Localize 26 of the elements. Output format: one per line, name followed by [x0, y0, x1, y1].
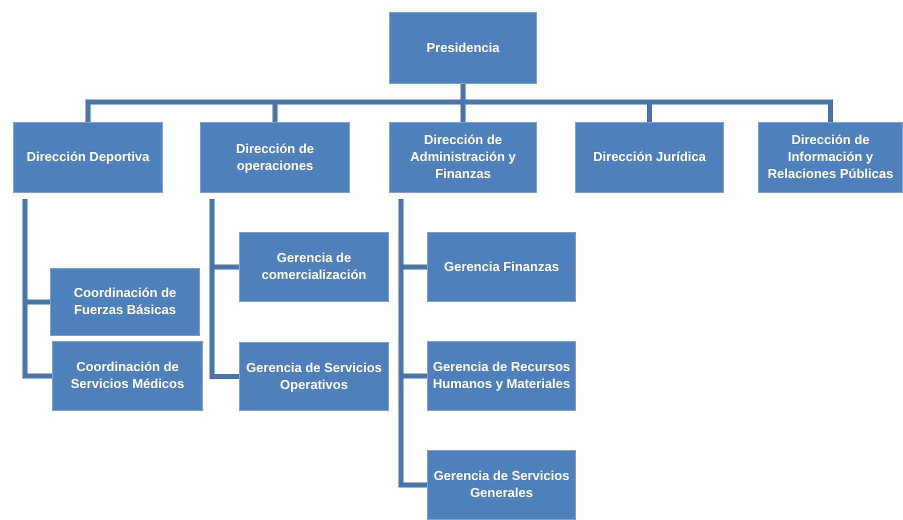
org-box	[758, 122, 903, 193]
box-title: Dirección de Información y Relaciones Públicas	[766, 132, 894, 183]
org-box	[427, 450, 576, 520]
org-box	[52, 341, 203, 411]
box-title: Gerencia de Servicios Generales	[432, 468, 570, 502]
box-title: Gerencia de Servicios Operativos	[245, 360, 383, 394]
org-box	[427, 341, 576, 411]
org-box	[389, 12, 537, 84]
box-title: Coordinación de Fuerzas Básicas	[72, 285, 178, 319]
box-title: Gerencia Finanzas	[444, 258, 559, 276]
box-title: Dirección Jurídica	[593, 149, 706, 166]
box-title: Dirección de operaciones	[234, 140, 316, 174]
org-box	[239, 232, 389, 302]
box-title: Presidencia	[426, 40, 500, 56]
box-title: Dirección Deportiva	[26, 149, 150, 166]
org-box	[50, 268, 200, 336]
box-title: Gerencia de comercialización	[260, 250, 368, 284]
org-box	[389, 122, 537, 193]
box-title: Dirección de Administración y Finanzas	[409, 132, 517, 183]
org-box	[239, 342, 389, 411]
org-box	[575, 122, 724, 193]
org-box	[200, 122, 350, 193]
org-box	[13, 122, 163, 193]
box-title: Gerencia de Recursos Humanos y Materiales	[432, 359, 572, 393]
box-title: Coordinación de Servicios Médicos	[70, 359, 186, 393]
org-box	[427, 232, 576, 302]
